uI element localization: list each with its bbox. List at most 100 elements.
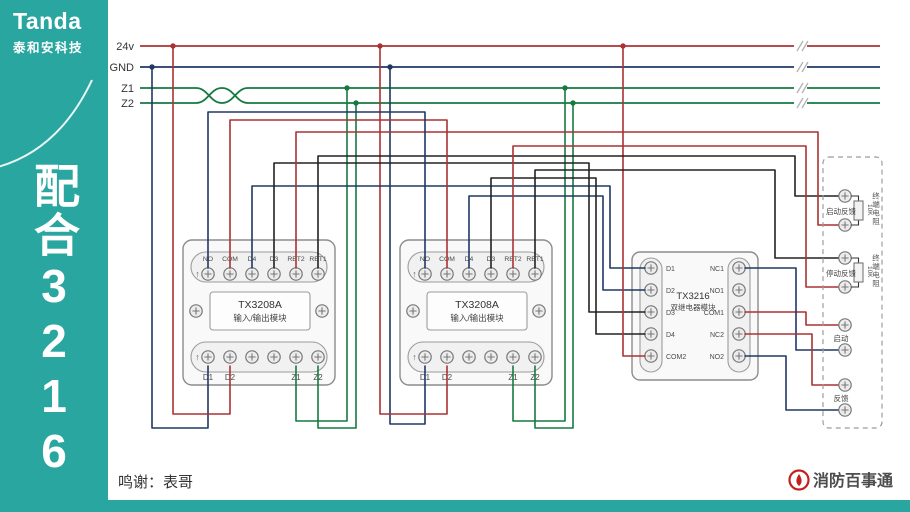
- footer-brand-text: 消防百事通: [813, 471, 893, 490]
- terminal-screw: [644, 327, 658, 341]
- terminal-screw: [644, 261, 658, 275]
- arrow-icon: ↑: [412, 352, 417, 362]
- relay-model: TX3216: [676, 291, 709, 302]
- brand-logo: Tanda: [13, 8, 82, 34]
- terminal-screw: [838, 343, 852, 357]
- wire-gnd-io2: [389, 66, 426, 425]
- wire-io2-relay-d4: [490, 177, 646, 335]
- wire-relay-nc1-start: [744, 267, 840, 351]
- terminal-screw: [838, 189, 852, 203]
- terminal-screw: [732, 305, 746, 319]
- terminal-screw: [267, 267, 281, 281]
- wire-relay-no2-feedback: [744, 355, 840, 411]
- wire-io2-stop-feedback-2: [512, 145, 840, 288]
- arrow-icon: ↑: [195, 352, 200, 362]
- terminal-screw: [528, 267, 542, 281]
- terminal-screw: [838, 403, 852, 417]
- mounting-screw: [406, 304, 420, 318]
- terminal-screw: [838, 251, 852, 265]
- wire-24v-io2: [379, 45, 448, 415]
- io1-type: 输入/输出模块: [233, 313, 287, 323]
- wire-24v-relay-com2: [622, 45, 646, 357]
- junction-dots: [149, 43, 626, 106]
- bus-label-z2: Z2: [121, 98, 134, 110]
- terminal-screw: [462, 350, 476, 364]
- bus-line-z1: [140, 87, 880, 104]
- mounting-screw: [315, 304, 329, 318]
- terminal-group-label: 停动反馈: [826, 268, 856, 278]
- terminal-screw: [418, 267, 432, 281]
- module-io1: ↑ NO COM D4 D3 RET2 RET1 TX3208A 输入/输出模块…: [182, 239, 336, 386]
- field-terminal-box: 10K 启动反馈 10K 停动反馈 启动 反馈: [822, 156, 883, 429]
- terminal-screw: [267, 350, 281, 364]
- relay-terminal-label: D1: [666, 266, 675, 273]
- terminal-resistor-label-1: 终端电阻: [871, 192, 881, 226]
- bottom-accent-bar: [0, 500, 910, 512]
- wire-z2-io2: [534, 102, 574, 429]
- wire-io1-relay-d1: [251, 185, 646, 269]
- bus-label-gnd: GND: [110, 62, 135, 74]
- terminal-screw: [311, 350, 325, 364]
- relay-terminal-label: D2: [666, 288, 675, 295]
- wire-24v-io1: [172, 45, 231, 415]
- bus-label-24v: 24v: [116, 41, 134, 53]
- terminal-screw: [732, 349, 746, 363]
- terminal-screw: [311, 267, 325, 281]
- brand-subtitle: 泰和安科技: [13, 41, 84, 55]
- relay-terminal-label: NO2: [710, 354, 725, 361]
- terminal-screw: [506, 267, 520, 281]
- resistor-value: 10K: [866, 204, 873, 216]
- terminal-screw: [462, 267, 476, 281]
- terminal-screw: [223, 267, 237, 281]
- terminal-screw: [506, 350, 520, 364]
- relay-type: 双继电器模块: [671, 302, 716, 312]
- arrow-icon: ↑: [195, 269, 200, 279]
- terminal-screw: [201, 350, 215, 364]
- terminal-screw: [732, 283, 746, 297]
- io2-model: TX3208A: [455, 299, 499, 311]
- wire-z2-io1: [317, 102, 357, 429]
- terminal-screw: [732, 261, 746, 275]
- arrow-icon: ↑: [412, 269, 417, 279]
- credit-text: 鸣谢：表哥: [118, 474, 193, 491]
- wire-io1-relay-d3: [273, 162, 646, 313]
- wire-io2-stop-feedback: [534, 169, 840, 269]
- terminal-screw: [245, 267, 259, 281]
- terminal-screw: [838, 280, 852, 294]
- terminal-screw: [484, 350, 498, 364]
- relay-terminal-label: NC1: [710, 266, 724, 273]
- resistor-value: 10K: [866, 266, 873, 278]
- terminal-group-label: 启动反馈: [826, 206, 856, 216]
- relay-terminal-label: D3: [666, 310, 675, 317]
- terminal-screw: [289, 350, 303, 364]
- terminal-screw: [838, 218, 852, 232]
- wire-z1-io2: [512, 87, 566, 422]
- module-io2: ↑ NO COM D4 D3 RET2 RET1 TX3208A 输入/输出模块…: [399, 239, 553, 386]
- terminal-screw: [838, 378, 852, 392]
- relay-terminal-label: D4: [666, 332, 675, 339]
- mounting-screw: [532, 304, 546, 318]
- relay-terminal-label: NO1: [710, 288, 725, 295]
- wire-gnd-io1: [151, 66, 209, 429]
- terminal-screw: [245, 350, 259, 364]
- logo-flame-icon: [796, 474, 802, 486]
- terminal-screw: [644, 349, 658, 363]
- footer-logo: 消防百事通: [788, 469, 893, 491]
- bus-line-z2: [140, 87, 880, 104]
- terminal-screw: [528, 350, 542, 364]
- io2-type: 输入/输出模块: [450, 313, 504, 323]
- terminal-screw: [732, 327, 746, 341]
- wire-io1-start-feedback-2: [295, 131, 840, 269]
- sidebar-arc-decoration: [0, 79, 93, 168]
- module-relay: D1 D2 D3 D4 COM2 NC1 NO1 COM1 NC2 NO2 TX…: [631, 251, 759, 381]
- terminal-group-label: 反馈: [834, 393, 849, 403]
- relay-terminal-label: COM1: [704, 310, 724, 317]
- terminal-screw: [838, 318, 852, 332]
- wire-relay-com1-start: [744, 311, 840, 326]
- mounting-screw: [189, 304, 203, 318]
- relay-terminal-label: COM2: [666, 354, 686, 361]
- wire-z1-io1: [295, 87, 348, 422]
- terminal-screw: [418, 350, 432, 364]
